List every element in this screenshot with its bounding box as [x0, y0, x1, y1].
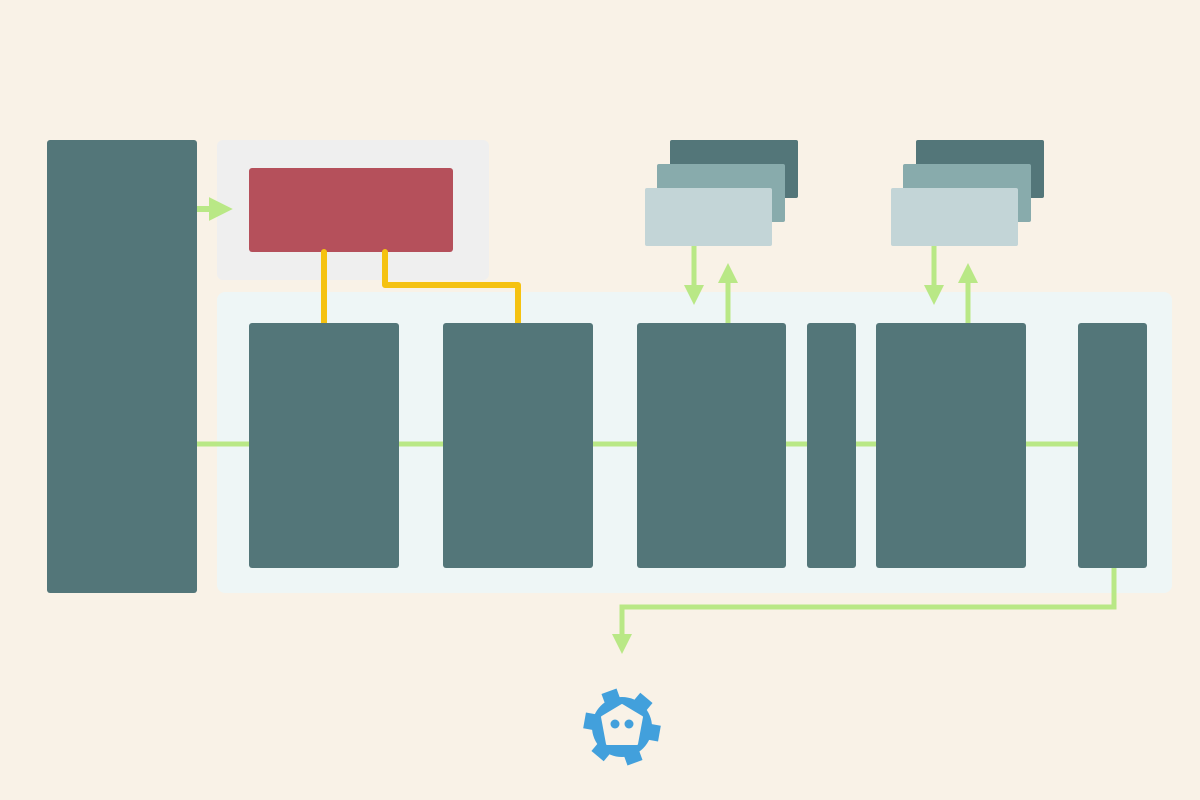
stage-block-3: [637, 323, 786, 568]
output-block: [1078, 323, 1147, 568]
resource-stack-2: [891, 140, 1044, 246]
stage-block-4: [876, 323, 1026, 568]
source-block: [47, 140, 197, 593]
control-link-2: [382, 249, 521, 326]
stage-block-2: [443, 323, 593, 568]
resource-stack-1: [645, 140, 798, 246]
stage-block-narrow: [807, 323, 856, 568]
gear-robot-logo-icon: [583, 688, 661, 766]
stage-block-1: [249, 323, 399, 568]
arrow-output-to-logo: [612, 568, 1117, 654]
highlight-block: [249, 168, 453, 252]
